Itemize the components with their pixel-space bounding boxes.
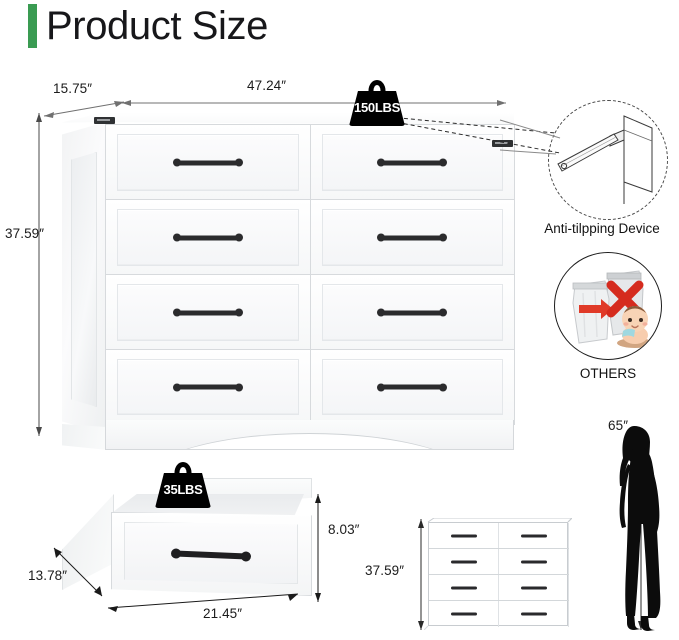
mini-drawer	[499, 575, 569, 600]
mini-drawer	[429, 549, 499, 574]
dresser-case-front	[105, 124, 515, 425]
weight-capacity-badge-main: 150LBS	[349, 80, 405, 126]
drawer[interactable]	[309, 199, 515, 276]
drawer[interactable]	[105, 274, 311, 351]
drawer-row	[105, 349, 515, 425]
mini-drawer	[429, 523, 499, 548]
mini-drawer-row	[429, 523, 569, 549]
drawer[interactable]	[105, 124, 311, 201]
scale-dresser-height-label: 37.59″	[365, 563, 405, 578]
weight-icon-body	[155, 473, 211, 508]
drawer-handle[interactable]	[175, 310, 240, 315]
width-dimension-line	[122, 100, 506, 106]
woman-silhouette	[619, 426, 661, 631]
page-title-text: Product Size	[46, 4, 268, 48]
weight-icon-ring	[174, 462, 192, 477]
mini-drawer-row	[429, 575, 569, 601]
callout-leader-lines	[389, 116, 561, 154]
drawer[interactable]	[309, 349, 515, 425]
dresser-base-skirt	[105, 420, 514, 450]
drawer[interactable]	[105, 199, 311, 276]
mini-drawer-handle	[450, 560, 477, 563]
drawer-row	[105, 199, 515, 276]
drawer-handle[interactable]	[175, 384, 240, 390]
drawer-handle[interactable]	[380, 160, 445, 165]
drawer-handle[interactable]	[175, 235, 240, 240]
single-drawer-illustration	[62, 478, 312, 600]
anti-tipping-label: Anti-tilpping Device	[544, 221, 660, 236]
mini-drawer-handle	[520, 612, 547, 616]
mini-drawer	[499, 549, 569, 574]
dresser-side-panel	[62, 122, 106, 434]
mini-drawer	[499, 601, 569, 627]
mini-drawer-handle	[450, 612, 477, 616]
mini-dresser-case	[428, 522, 569, 627]
mini-drawer-row	[429, 549, 569, 575]
height-dimension-line	[36, 113, 42, 436]
page-title: Product Size	[28, 4, 268, 48]
drawer-handle[interactable]	[380, 235, 445, 240]
mini-drawer-handle	[450, 586, 477, 589]
drawer-depth-dimension-line	[53, 547, 103, 597]
dresser-left-foot	[62, 424, 108, 450]
drawer-handle[interactable]	[175, 160, 240, 165]
drawer[interactable]	[309, 274, 515, 351]
weight-capacity-badge-drawer: 35LBS	[155, 462, 211, 508]
height-label-main: 37.59″	[5, 226, 45, 241]
mini-drawer-row	[429, 601, 569, 627]
drawer-row	[105, 124, 515, 201]
anti-tipping-callout-circle	[548, 100, 668, 220]
skirt-arch-cutout	[146, 433, 473, 449]
weight-icon-body	[349, 91, 405, 126]
drawer-handle[interactable]	[380, 310, 445, 315]
mini-drawer-handle	[520, 534, 547, 537]
others-warning-label: OTHERS	[579, 366, 637, 381]
scale-person-height-label: 65″	[608, 418, 629, 433]
weight-capacity-label: 150LBS	[354, 100, 400, 115]
drawer-depth-label: 13.78″	[28, 568, 68, 583]
scale-mini-dresser	[424, 518, 572, 630]
weight-icon-ring	[368, 80, 386, 95]
anti-tip-bracket-icon	[94, 117, 115, 124]
drawer-height-dimension-line	[315, 494, 321, 602]
drawer-width-label: 21.45″	[203, 606, 243, 621]
drawer-handle[interactable]	[380, 384, 445, 390]
scale-dresser-height-line	[418, 519, 424, 630]
plastic-bag-baby-warning-icon	[572, 270, 653, 348]
anti-tipping-device-diagram	[557, 115, 653, 204]
title-accent-bar	[28, 4, 37, 48]
drawer[interactable]	[105, 349, 311, 425]
dresser-side-inset	[71, 152, 97, 407]
depth-dimension-line	[43, 101, 125, 118]
drawer-row	[105, 274, 515, 351]
depth-label-main: 15.75″	[53, 81, 93, 96]
drawer[interactable]	[309, 124, 515, 201]
mini-drawer	[429, 575, 499, 600]
mini-drawer-handle	[520, 560, 547, 563]
mini-drawer	[429, 601, 499, 627]
anti-tip-bracket-icon	[492, 140, 513, 147]
callout-connector	[499, 119, 561, 155]
weight-capacity-label: 35LBS	[163, 482, 203, 497]
mini-dresser-perspective-edges	[424, 518, 572, 630]
mini-drawer	[499, 523, 569, 548]
mini-drawer-handle	[450, 534, 477, 537]
drawer-width-dimension-line	[107, 593, 299, 612]
mini-drawer-handle	[520, 586, 547, 589]
width-label-main: 47.24″	[247, 78, 287, 93]
others-warning-circle	[554, 252, 662, 360]
drawer-height-label: 8.03″	[328, 522, 360, 537]
